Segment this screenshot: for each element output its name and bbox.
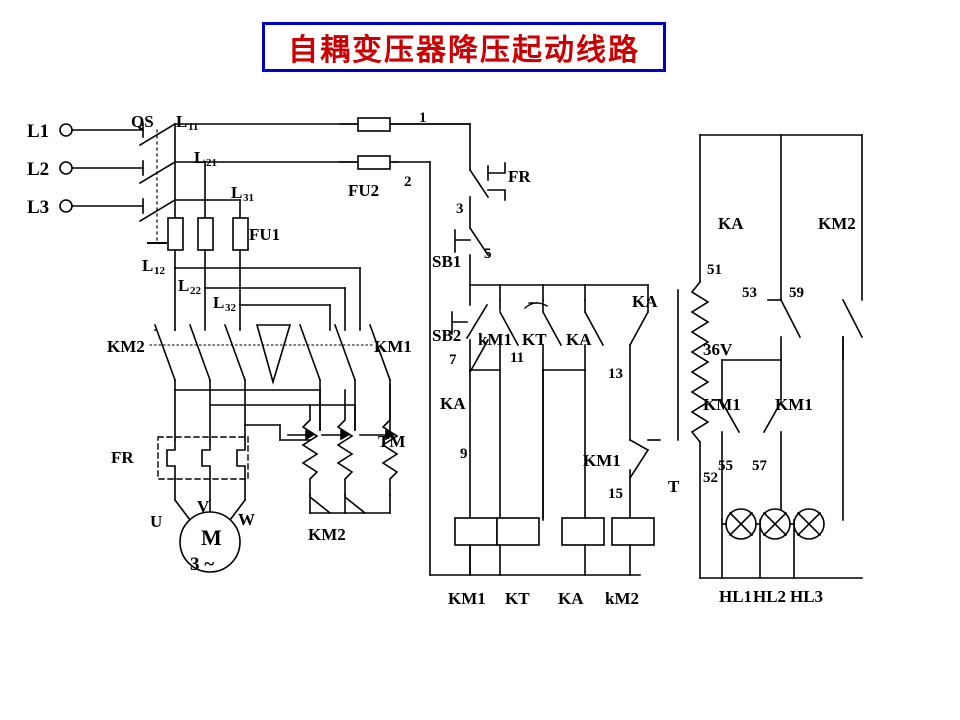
km2-power-contacts[interactable] <box>149 323 373 441</box>
label-hl2: HL2 <box>753 587 786 606</box>
page-title: 自耦变压器降压起动线路 <box>288 33 640 68</box>
bus-l11-l21-l31 <box>174 123 471 219</box>
label-l3: L3 <box>27 197 49 218</box>
node-51: 51 <box>707 262 722 278</box>
label-fu2: FU2 <box>348 181 379 200</box>
node-1: 1 <box>419 110 427 126</box>
label-w: W <box>238 510 255 529</box>
indicator-circuit <box>677 134 864 579</box>
km1-indicator-contacts[interactable] <box>712 359 783 521</box>
label-l2: L2 <box>27 159 49 180</box>
label-hl1: HL1 <box>719 587 752 606</box>
label-l32-sub: 32 <box>225 302 237 314</box>
node-53: 53 <box>742 285 757 301</box>
label-v: V <box>197 497 210 516</box>
label-fr-power: FR <box>111 448 134 467</box>
label-l31-sub: 31 <box>243 192 254 204</box>
label-l12: L <box>142 256 153 275</box>
label-l1: L1 <box>27 121 49 142</box>
node-59: 59 <box>789 285 804 301</box>
tm-autotransformer <box>287 384 399 515</box>
label-qs: QS <box>131 112 154 131</box>
fu1-fuses <box>167 217 249 251</box>
qs-switch[interactable] <box>138 122 177 244</box>
label-ka-b: KA <box>632 292 658 311</box>
label-motor-m: M <box>201 525 222 550</box>
label-km2-left: KM2 <box>107 337 145 356</box>
label-km1-nc: KM1 <box>583 451 621 470</box>
label-km2-tm: KM2 <box>308 525 346 544</box>
transformer-t <box>677 280 863 579</box>
node-7: 7 <box>449 352 457 368</box>
node-52: 52 <box>703 470 718 486</box>
label-coil-km2: kM2 <box>605 589 639 608</box>
node-5: 5 <box>484 246 492 262</box>
label-l32: L <box>213 293 224 312</box>
label-coil-ka: KA <box>558 589 584 608</box>
label-l31: L <box>231 183 242 202</box>
label-fu1: FU1 <box>249 225 280 244</box>
control-top-rails <box>339 117 471 576</box>
node-57: 57 <box>752 458 768 474</box>
label-km1-ind-right: KM1 <box>775 395 813 414</box>
label-ka-ind: KA <box>718 214 744 233</box>
ka-contact-node7[interactable] <box>468 338 490 374</box>
label-l21: L <box>194 148 205 167</box>
node-55: 55 <box>718 458 733 474</box>
label-sb2: SB2 <box>432 326 461 345</box>
label-u: U <box>150 512 162 531</box>
km2-indicator-contact[interactable] <box>841 298 864 521</box>
label-l11: L <box>176 112 187 131</box>
node-13: 13 <box>608 366 623 382</box>
label-36v: 36V <box>703 340 733 359</box>
label-ka-a: KA <box>566 330 592 349</box>
ka-indicator-contact[interactable] <box>767 298 802 361</box>
sb1-stop-button[interactable] <box>454 226 490 286</box>
label-sb1: SB1 <box>432 252 461 271</box>
label-km2-ind: KM2 <box>818 214 856 233</box>
title-box: 自耦变压器降压起动线路 <box>262 22 666 72</box>
fr-control-contact[interactable] <box>468 162 506 229</box>
node-2: 2 <box>404 174 412 190</box>
label-km1-ind-left: KM1 <box>703 395 741 414</box>
label-l22-sub: 22 <box>190 285 202 297</box>
label-tm: TM <box>378 432 405 451</box>
control-coils <box>429 369 655 576</box>
control-rail-node5 <box>469 284 649 301</box>
label-km1-aux: kM1 <box>478 330 512 349</box>
motor-leads <box>173 478 247 573</box>
label-coil-kt: KT <box>505 589 530 608</box>
fr-overload-elements <box>157 436 249 480</box>
label-hl3: HL3 <box>790 587 823 606</box>
supply-lines <box>59 122 144 214</box>
indicator-lamps <box>721 508 825 579</box>
node-11: 11 <box>510 350 524 366</box>
interconnect-wires <box>174 389 356 441</box>
ka-contact-branch3[interactable] <box>542 299 605 371</box>
label-ka-c: KA <box>440 394 466 413</box>
km1-holding-contact[interactable] <box>469 299 520 521</box>
ka-contact-branch4[interactable] <box>628 299 650 441</box>
label-l12-sub: 12 <box>154 265 166 277</box>
label-l22: L <box>178 276 189 295</box>
km1-nc-contact[interactable] <box>628 438 661 521</box>
label-transformer-t: T <box>668 477 680 496</box>
node-15: 15 <box>608 486 623 502</box>
node-3: 3 <box>456 201 464 217</box>
label-coil-km1: KM1 <box>448 589 486 608</box>
label-km1-right: KM1 <box>374 337 412 356</box>
label-l11-sub: 11 <box>188 121 198 133</box>
label-l21-sub: 21 <box>206 157 217 169</box>
bus-l12-l22-l32 <box>154 249 361 331</box>
node-9: 9 <box>460 446 468 462</box>
label-motor-phase: 3 ~ <box>190 554 214 575</box>
label-kt: KT <box>522 330 547 349</box>
label-fr-ctrl: FR <box>508 167 531 186</box>
